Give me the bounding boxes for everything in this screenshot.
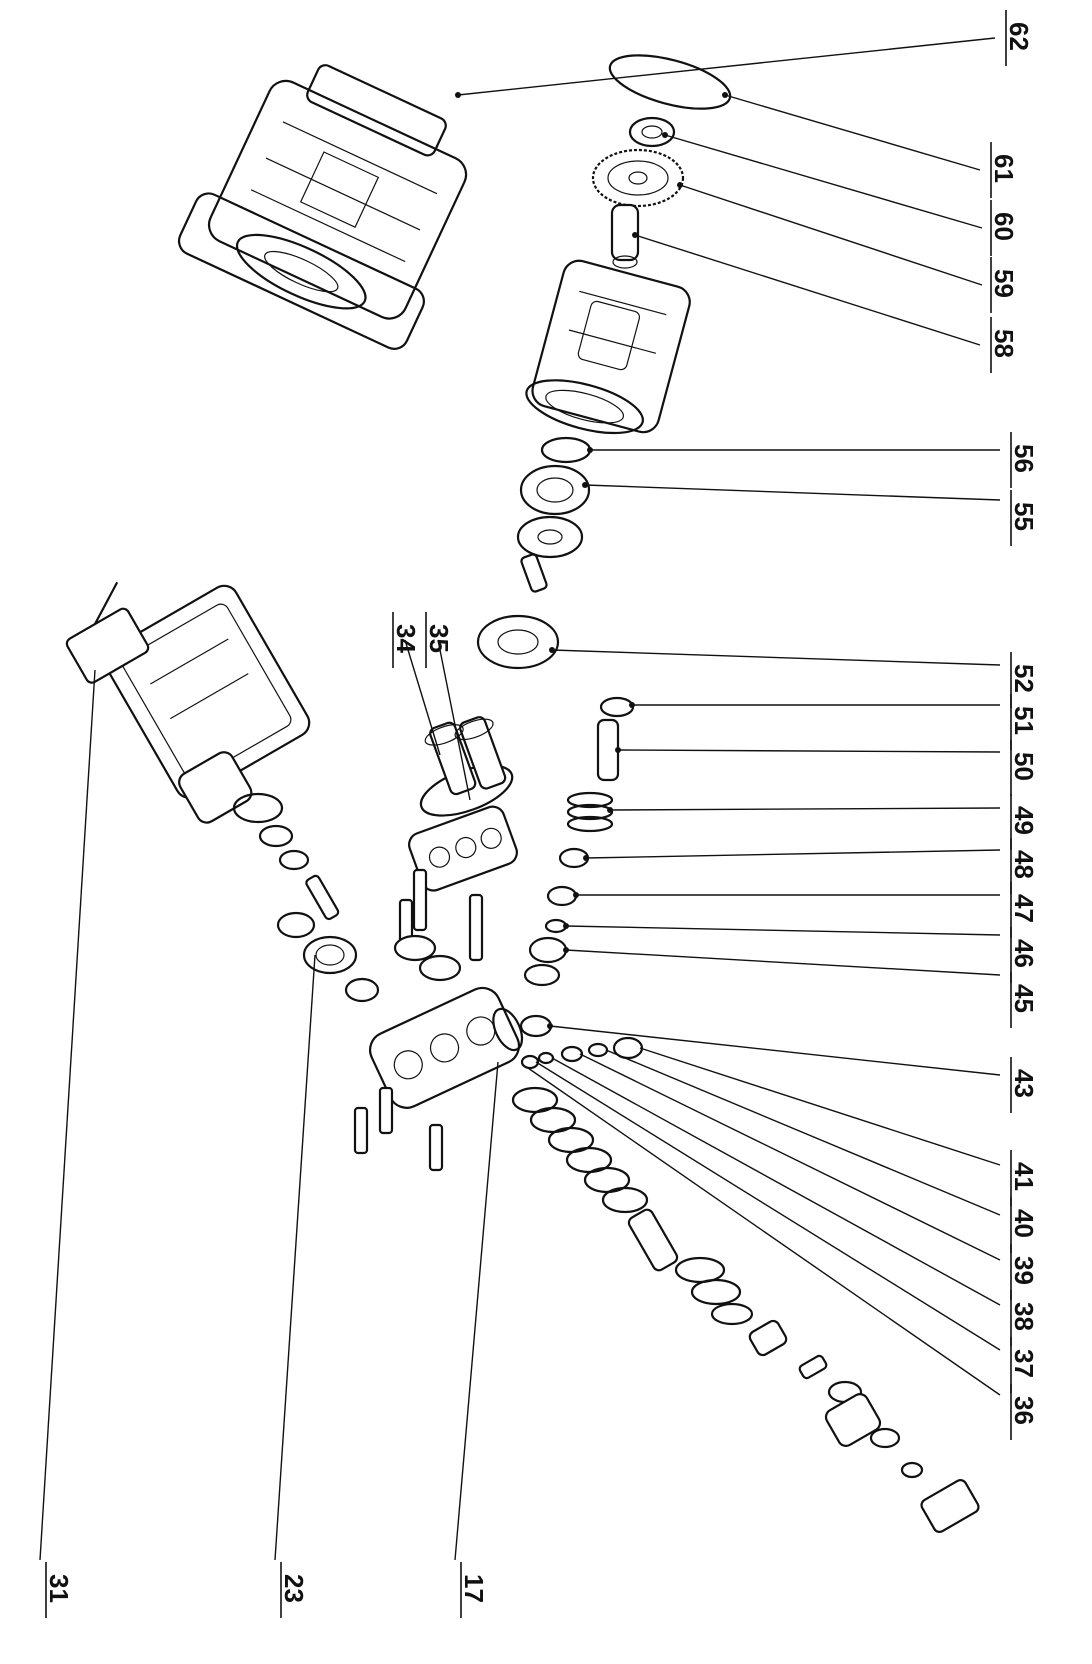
- o-ring-62: [608, 54, 732, 110]
- switch-housing: [103, 584, 311, 799]
- bearing-61: [628, 116, 676, 148]
- callout-36: 36: [1009, 1396, 1039, 1425]
- ring-56: [540, 436, 592, 464]
- callout-37: 37: [1009, 1349, 1039, 1378]
- clip-51: [599, 696, 635, 718]
- callout-40: 40: [1009, 1209, 1039, 1238]
- outlet-sleeve: [824, 1380, 901, 1449]
- pump-manifold: [369, 986, 524, 1109]
- callouts-right: 62 61 60 59 58 56 55 52: [989, 10, 1039, 1440]
- callouts-bottom: 31 23 17: [44, 1562, 489, 1618]
- check-valve: [748, 1319, 828, 1380]
- unloader-shaft: [627, 1208, 754, 1326]
- ring-47: [546, 885, 578, 907]
- callout-61: 61: [989, 154, 1019, 183]
- callout-52: 52: [1009, 664, 1039, 693]
- leader-dots: [455, 92, 728, 1029]
- piston-assembly: [419, 716, 514, 817]
- callout-46: 46: [1009, 939, 1039, 968]
- callout-51: 51: [1009, 706, 1039, 735]
- callouts-left: 35 34: [391, 612, 454, 668]
- fitting-37: [520, 1054, 540, 1070]
- threaded-plug: [178, 751, 340, 921]
- callout-49: 49: [1009, 806, 1039, 835]
- callout-34: 34: [391, 624, 421, 653]
- callout-41: 41: [1009, 1162, 1039, 1191]
- fitting-38: [537, 1051, 555, 1065]
- callout-17: 17: [459, 1574, 489, 1603]
- callout-55: 55: [1009, 502, 1039, 531]
- callout-23: 23: [279, 1574, 309, 1603]
- callout-31: 31: [44, 1574, 74, 1603]
- callout-45: 45: [1009, 984, 1039, 1013]
- fitting-39: [560, 1045, 584, 1063]
- callout-59: 59: [989, 269, 1019, 298]
- leader-lines: [39, 37, 1001, 1561]
- callout-38: 38: [1009, 1302, 1039, 1331]
- motor-housing: [177, 64, 468, 350]
- callout-62: 62: [1004, 22, 1034, 51]
- bearing-55: [519, 464, 591, 516]
- callout-35: 35: [424, 624, 454, 653]
- bearing-52: [476, 614, 560, 670]
- callout-50: 50: [1009, 752, 1039, 781]
- gear-60: [591, 148, 685, 208]
- spring-49: [566, 791, 614, 833]
- bolts-lower: [353, 1086, 444, 1172]
- seal-45: [528, 936, 568, 964]
- seal-44: [523, 963, 561, 987]
- outlet-nipple: [900, 1461, 980, 1533]
- shaft-59: [610, 203, 640, 269]
- ring-43: [519, 1014, 553, 1038]
- callout-39: 39: [1009, 1256, 1039, 1285]
- callout-60: 60: [989, 212, 1019, 241]
- unloader-springs: [511, 1086, 649, 1214]
- valve-discs: [393, 934, 462, 982]
- callout-48: 48: [1009, 850, 1039, 879]
- microswitch-31: [65, 581, 150, 684]
- gear-housing-58: [525, 259, 691, 435]
- inlet-fitting: [276, 911, 380, 1003]
- callout-56: 56: [1009, 444, 1039, 473]
- cylinder-head: [408, 805, 518, 892]
- callout-43: 43: [1009, 1069, 1039, 1098]
- fitting-40: [587, 1042, 609, 1058]
- callout-47: 47: [1009, 894, 1039, 923]
- callout-58: 58: [989, 329, 1019, 358]
- swash-plate: [516, 515, 584, 593]
